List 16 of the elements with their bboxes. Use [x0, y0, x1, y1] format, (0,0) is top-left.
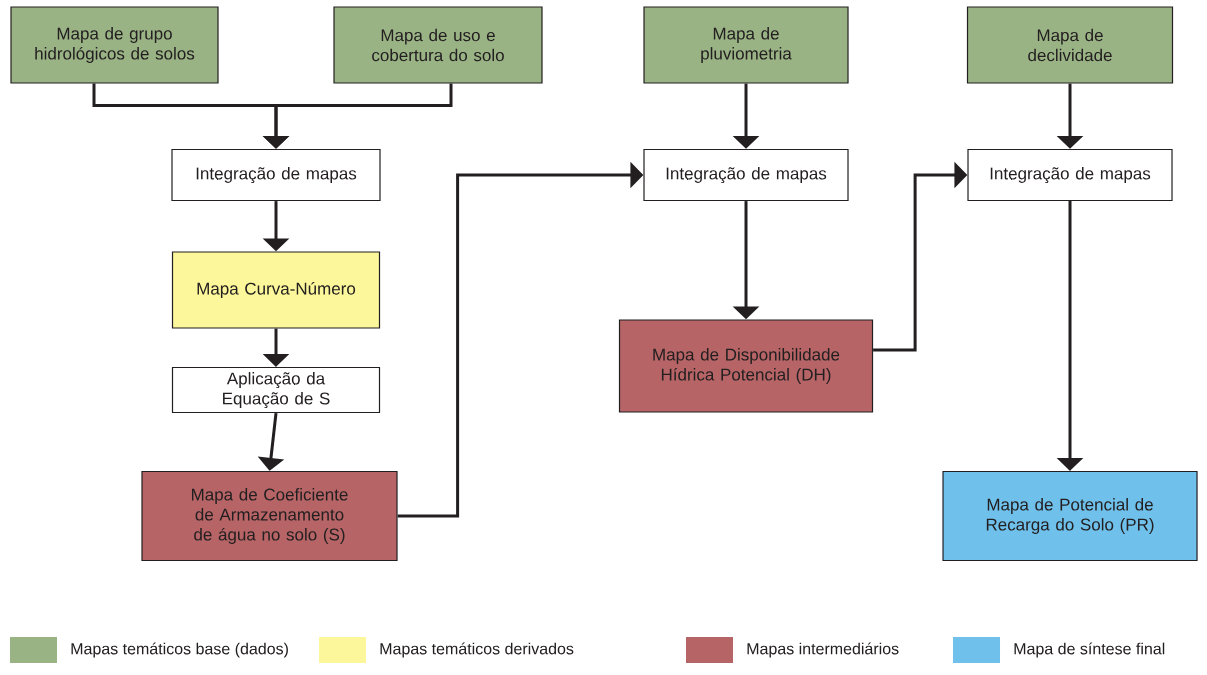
process-box: Integração de mapas	[643, 148, 849, 202]
derived-map-box: Mapa Curva-Número	[171, 251, 381, 329]
data-map-box: Mapa de pluviometria	[643, 6, 849, 84]
intermediate-map-box: Mapa de Disponibilidade Hídrica Potencial (DH)	[618, 319, 874, 413]
intermediate-map-box: Mapa de Coeficiente de Armazenamento de água no solo (S)	[141, 470, 398, 562]
process-box: Integração de mapas	[171, 148, 381, 202]
legend-label: Mapas temáticos derivados	[380, 642, 574, 658]
legend-label: Mapas temáticos base (dados)	[71, 642, 288, 658]
legend-label: Mapas intermediários	[747, 642, 899, 658]
data-map-box: Mapa de declividade	[966, 6, 1174, 84]
final-map-box: Mapa de Potencial de Recarga do Solo (PR)	[942, 470, 1198, 562]
data-map-box: Mapa de grupo hidrológicos de solos	[10, 6, 219, 84]
process-box: Aplicação da Equação de S	[171, 366, 381, 414]
process-box: Integração de mapas	[967, 148, 1173, 202]
legend-label: Mapa de síntese final	[1014, 642, 1165, 658]
data-map-box: Mapa de uso e cobertura do solo	[333, 6, 543, 84]
